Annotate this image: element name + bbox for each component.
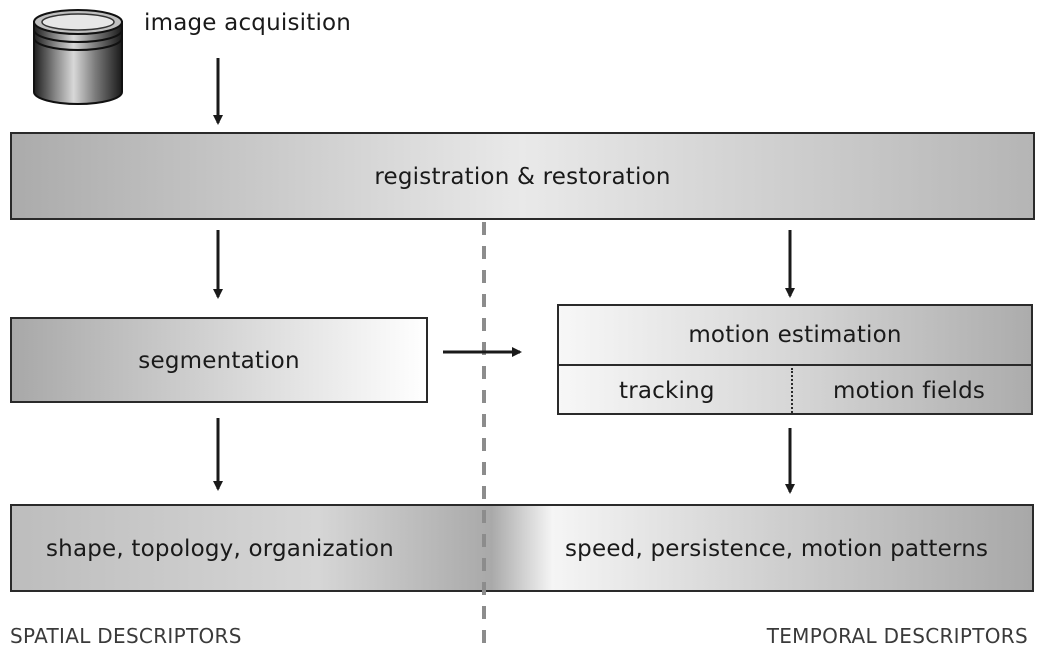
registration-restoration-box: registration & restoration: [10, 132, 1035, 220]
tracking-motion-fields-separator: [791, 368, 793, 413]
spatial-features-label: shape, topology, organization: [46, 536, 394, 562]
temporal-features-label: speed, persistence, motion patterns: [565, 536, 989, 562]
segmentation-label: segmentation: [138, 348, 300, 374]
tracking-label: tracking: [619, 378, 715, 404]
segmentation-box: segmentation: [10, 317, 428, 403]
descriptors-box: shape, topology, organization speed, per…: [10, 504, 1034, 592]
registration-restoration-label: registration & restoration: [374, 164, 671, 190]
motion-estimation-divider: [559, 364, 1031, 366]
spatial-descriptors-footer: SPATIAL DESCRIPTORS: [10, 624, 242, 648]
temporal-descriptors-footer: TEMPORAL DESCRIPTORS: [766, 624, 1028, 648]
motion-estimation-label: motion estimation: [688, 322, 902, 348]
image-acquisition-label: image acquisition: [144, 10, 352, 36]
motion-fields-label: motion fields: [833, 378, 986, 404]
storage-cylinder-icon: [28, 4, 128, 108]
motion-estimation-box: motion estimation tracking motion fields: [557, 304, 1033, 415]
